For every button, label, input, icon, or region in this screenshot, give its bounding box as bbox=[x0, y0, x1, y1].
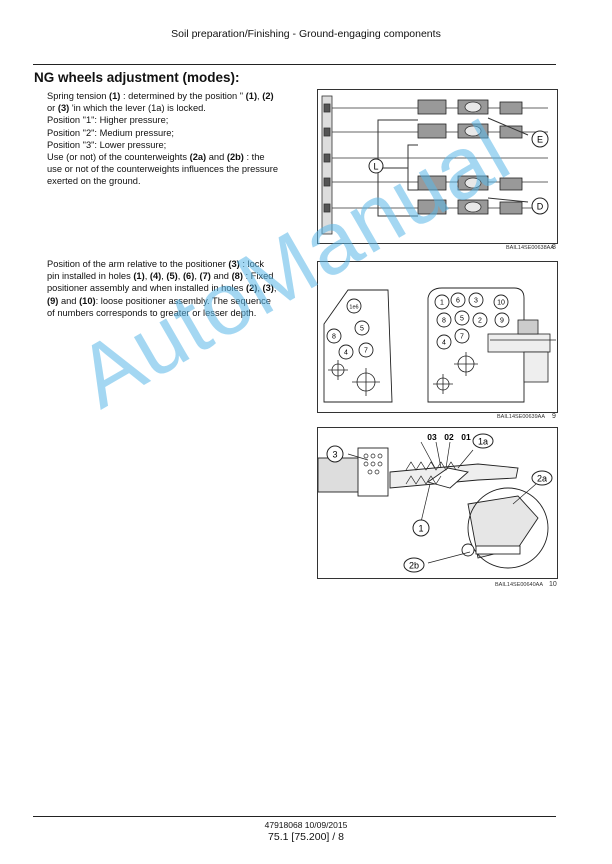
section-title: NG wheels adjustment (modes): bbox=[34, 70, 240, 85]
left-plate-hole-label-circle bbox=[354, 320, 370, 336]
page-header-title: Soil preparation/Finishing - Ground-enga… bbox=[171, 28, 441, 40]
paragraph-spring-tension: Spring tension (1) : determined by the p… bbox=[47, 90, 295, 188]
figure-8-diagram: L E D bbox=[317, 89, 558, 244]
right-plate-hole-label-circle bbox=[450, 292, 466, 308]
right-plate-hole-label: 2 bbox=[478, 318, 482, 325]
left-plate-hole-label: 5 bbox=[360, 326, 364, 333]
figure-8-code: BAIL14SE00638AA bbox=[506, 245, 555, 251]
para1-line: Position "3": Lower pressure; bbox=[47, 139, 167, 150]
para1-line: exerted on the ground. bbox=[47, 176, 141, 187]
right-plate-hole-label: 7 bbox=[460, 334, 464, 341]
position-label-01: 01 bbox=[461, 432, 471, 442]
callout-D: D bbox=[537, 202, 544, 212]
header-divider bbox=[33, 64, 556, 65]
right-plate-hole-label: 5 bbox=[460, 316, 464, 323]
position-label-02: 02 bbox=[444, 432, 454, 442]
para2-line: of numbers corresponds to greater or les… bbox=[47, 307, 257, 318]
right-plate-hole-label: 6 bbox=[456, 298, 460, 305]
right-plate-hole-label-circle bbox=[493, 294, 509, 310]
left-plate-hole-label: 4 bbox=[344, 350, 348, 357]
para1-line: or (3) 'in which the lever (1a) is locke… bbox=[47, 103, 206, 114]
figure-10-diagram: 3 1 1a 2a 2b 03 02 01 bbox=[317, 427, 558, 579]
para2-line: positioner assembly and when installed i… bbox=[47, 283, 277, 294]
right-plate-hole-label: 3 bbox=[474, 298, 478, 305]
right-plate-hole-label-circle bbox=[472, 312, 488, 328]
right-plate-hole-label-circle bbox=[468, 292, 484, 308]
para1-line: Position "2": Medium pressure; bbox=[47, 127, 174, 138]
figure-10-code: BAIL14SE00640AA bbox=[495, 582, 544, 588]
right-plate-hole-label: 10 bbox=[497, 300, 505, 307]
callout-1a: 1a bbox=[478, 437, 488, 447]
left-plate-hole-label-circle bbox=[358, 342, 374, 358]
positioner-plates-drawing: 1e6 5 8 4 7 6 3 1 10 5 2 9 8 7 4 bbox=[323, 287, 556, 403]
left-plate-hole-label: 7 bbox=[364, 348, 368, 355]
para1-line: Position "1": Higher pressure; bbox=[47, 115, 169, 126]
right-plate-hole-label-circle bbox=[436, 334, 452, 350]
arm-counterweight-drawing: 3 1 1a 2a 2b 03 02 01 bbox=[318, 432, 553, 573]
right-plate-hole-label: 9 bbox=[500, 318, 504, 325]
left-plate-hole-label: 8 bbox=[332, 334, 336, 341]
left-plate-hole-label: 1e6 bbox=[349, 305, 358, 311]
left-plate-hole-label-circle bbox=[346, 298, 362, 314]
footer-divider bbox=[33, 816, 556, 817]
right-plate-hole-label-circle bbox=[436, 312, 452, 328]
callout-L: L bbox=[373, 162, 378, 172]
wheel-assembly-drawing: L E D bbox=[321, 95, 549, 235]
right-plate-hole-label: 4 bbox=[442, 340, 446, 347]
figure-9-diagram: 1e6 5 8 4 7 6 3 1 10 5 2 9 8 7 4 bbox=[317, 261, 558, 413]
right-plate-hole-label-circle bbox=[494, 312, 510, 328]
figure-8-number: 8 bbox=[552, 244, 556, 251]
para2-line: (9) and (10): loose positioner assembly.… bbox=[47, 295, 271, 306]
figure-9-number: 9 bbox=[552, 413, 556, 420]
callout-3: 3 bbox=[332, 450, 337, 460]
right-plate-hole-label: 1 bbox=[440, 300, 444, 307]
para1-line: Spring tension (1) : determined by the p… bbox=[47, 91, 274, 101]
right-plate-hole-label: 8 bbox=[442, 318, 446, 325]
callout-2a: 2a bbox=[537, 474, 547, 484]
right-plate-hole-label-circle bbox=[454, 328, 470, 344]
paragraph-arm-position: Position of the arm relative to the posi… bbox=[47, 258, 295, 319]
position-label-03: 03 bbox=[427, 432, 437, 442]
para2-line: Position of the arm relative to the posi… bbox=[47, 259, 265, 269]
para1-line: use or not of the counterweights influen… bbox=[47, 164, 279, 175]
figure-10-number: 10 bbox=[549, 581, 557, 588]
para1-line: Use (or not) of the counterweights (2a) … bbox=[47, 152, 265, 163]
left-plate-hole-label-circle bbox=[326, 328, 342, 344]
right-plate-hole-label-circle bbox=[454, 310, 470, 326]
callout-1: 1 bbox=[418, 524, 423, 534]
figure-9-code: BAIL14SE00639AA bbox=[497, 414, 546, 420]
para2-line: pin installed in holes (1), (4), (5), (6… bbox=[47, 271, 274, 282]
callout-E: E bbox=[537, 135, 543, 145]
callout-2b: 2b bbox=[409, 561, 419, 571]
left-plate-hole-label-circle bbox=[338, 344, 354, 360]
footer-page-number: 75.1 [75.200] / 8 bbox=[268, 831, 344, 843]
footer-document-id: 47918068 10/09/2015 bbox=[264, 820, 348, 830]
right-plate-hole-label-circle bbox=[434, 294, 450, 310]
